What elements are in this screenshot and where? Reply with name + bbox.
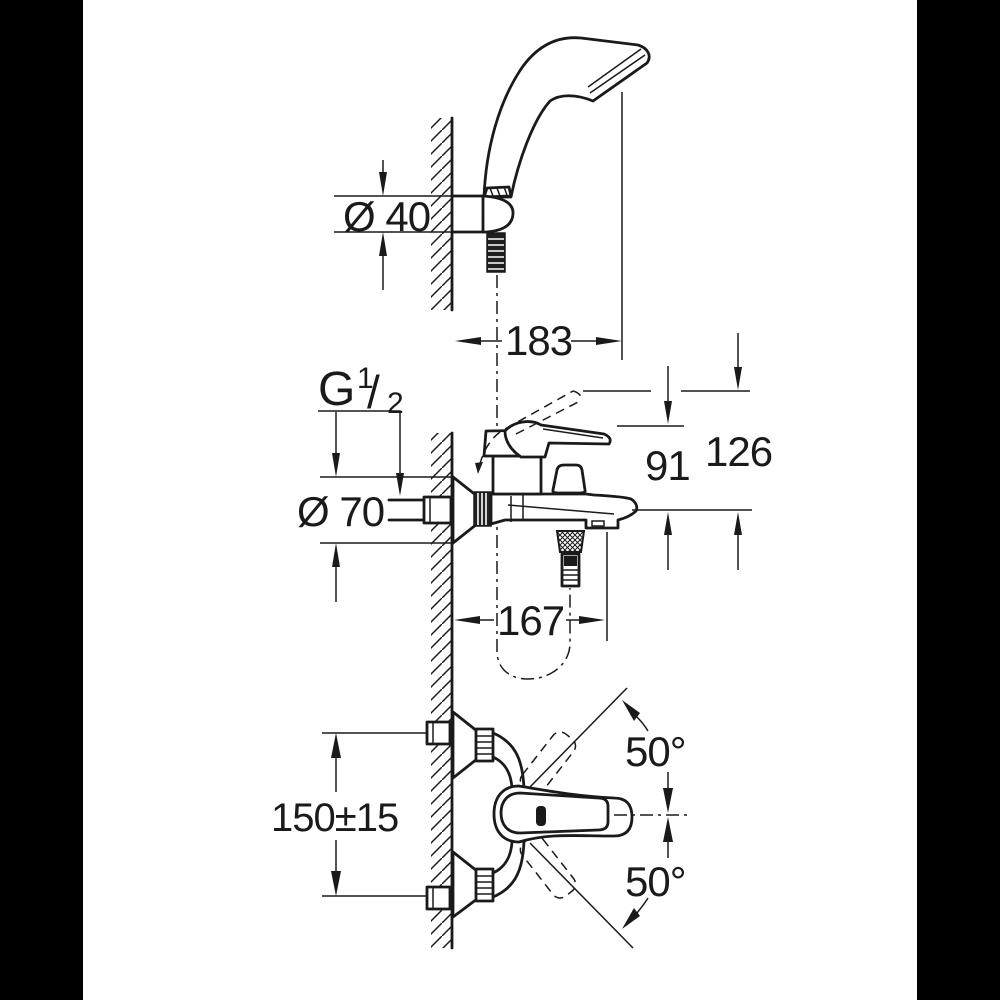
arc-segment [635, 715, 649, 732]
arrowhead [331, 733, 341, 758]
wall-hatch-main [431, 433, 452, 948]
union-nut-upper [474, 727, 495, 763]
shower-face-lines [587, 48, 646, 94]
leader-line [318, 410, 401, 474]
square-union-side [422, 495, 453, 525]
arrowhead [396, 473, 404, 496]
arrowhead [734, 367, 742, 390]
dimension-label-body-height: 91 [645, 442, 690, 489]
lever-top-detail [536, 806, 546, 826]
arrowhead [663, 817, 673, 842]
arrowhead [734, 512, 742, 535]
view-mixer-side [387, 390, 639, 950]
swing-arrowhead [475, 462, 483, 474]
arrowhead [622, 908, 640, 929]
dimension-label-holder-diameter: Ø 40 [343, 193, 430, 240]
mixer-body-spout [489, 492, 639, 530]
dimension-label-holder-offset: 183 [505, 317, 572, 364]
arrowhead [379, 172, 387, 196]
dimension-escutcheon-diameter: Ø 70 [297, 412, 452, 602]
union-nut-lower [474, 867, 495, 903]
spout-outlet-detail [591, 520, 605, 527]
view-mixer-top [425, 687, 692, 949]
dimension-label-swivel-lower: 50° [625, 858, 686, 905]
shower-hose-coupling-ribs [488, 238, 504, 270]
square-union-upper [425, 720, 452, 746]
dimension-label-lever-height: 126 [705, 428, 772, 475]
lever-side [503, 420, 612, 459]
arrowhead [579, 616, 605, 624]
arrowhead [332, 543, 340, 567]
dimension-holder-diameter: Ø 40 [334, 160, 452, 290]
thread-label-numerator: 1 [357, 362, 373, 395]
spout-crease [507, 504, 615, 515]
body-connector-upper [491, 731, 526, 791]
handle-cone-nut-hatch [489, 186, 508, 197]
arrowhead [663, 788, 673, 813]
thread-label-slash: / [367, 366, 380, 418]
union-nut-lower-ribs [476, 875, 493, 895]
lever-edge-line [542, 428, 604, 439]
arrowhead [331, 871, 341, 896]
lever-swing-arc [478, 431, 501, 470]
union-nut-upper-ribs [476, 735, 493, 755]
angle-reference-lower [529, 842, 634, 949]
pipe-mask [389, 499, 424, 521]
arrowhead [455, 337, 481, 345]
arrowhead [379, 232, 387, 256]
arrowhead [332, 453, 340, 477]
hose-end-band [564, 556, 577, 566]
dimension-body-height: 91 [617, 366, 752, 570]
dimension-label-escutcheon-diameter: Ø 70 [297, 488, 384, 535]
mixer-neck [491, 454, 543, 496]
arrowhead [454, 616, 480, 624]
arc-segment [636, 897, 649, 914]
dimension-swivel-upper: 50° [622, 700, 687, 813]
thread-label-prefix: G [318, 363, 354, 416]
hose-centerline [496, 275, 571, 680]
body-seams [510, 495, 524, 522]
union-nut-ribs [477, 493, 487, 525]
dimension-label-spout-projection: 167 [497, 597, 564, 644]
dimension-label-inlet-distance: 150±15 [271, 796, 398, 840]
mixer-body-top [492, 784, 634, 844]
arrowhead [622, 700, 640, 721]
dimension-swivel-lower: 50° [622, 817, 687, 929]
hand-shower-body [482, 36, 651, 199]
hose-nut-knurled [555, 530, 586, 553]
dimension-spout-projection: 167 [454, 532, 608, 644]
angle-reference-upper [529, 687, 628, 788]
dimension-lever-height: 126 [583, 333, 773, 570]
lever-top-outline [499, 791, 610, 835]
diverter-knob-side [551, 463, 587, 495]
dimension-inlet-distance: 150±15 [271, 732, 427, 897]
hose-end-ribs [562, 569, 579, 581]
arrowhead [596, 337, 622, 345]
view-hand-shower [431, 36, 651, 312]
square-union-lower [425, 885, 452, 911]
thread-callout: G 1 / 2 [318, 362, 404, 496]
arrowhead [664, 401, 672, 424]
lever-raised-dashed [504, 390, 583, 435]
handle-grip-end [481, 194, 515, 234]
dimension-label-swivel-upper: 50° [625, 728, 686, 775]
body-connector-lower [491, 839, 526, 899]
dimension-holder-offset: 183 [455, 92, 623, 364]
wall-hatch-top [431, 118, 452, 310]
arrowhead [664, 512, 672, 535]
